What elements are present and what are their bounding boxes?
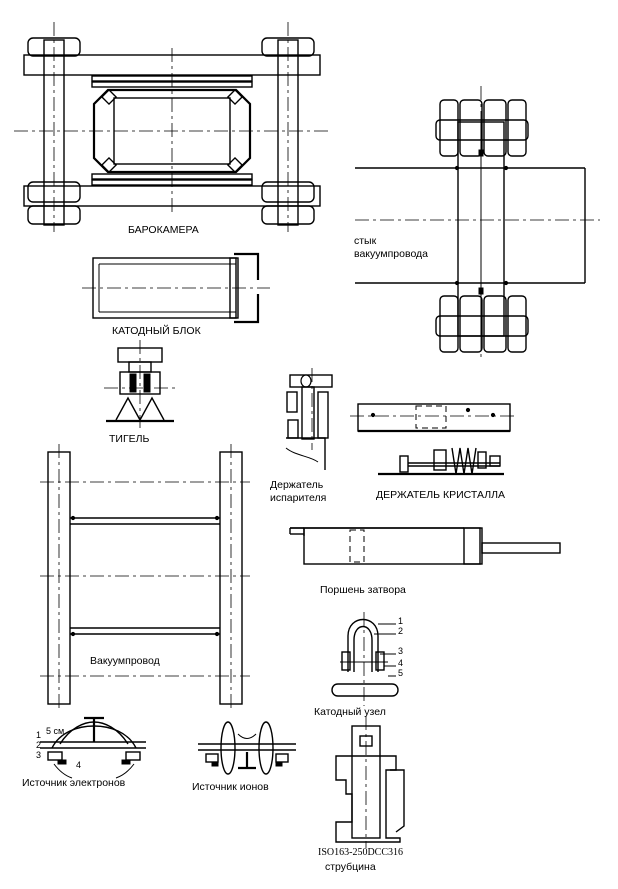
cathode-unit-callout-1: 1	[398, 616, 403, 626]
cathode-unit-callout-5: 5	[398, 668, 403, 678]
vacuum-pipe-drawing: Вакуумпровод	[40, 444, 250, 712]
ion-source-label: Источник ионов	[192, 781, 269, 793]
crystal-holder-drawing: ДЕРЖАТЕЛЬ КРИСТАЛЛА	[350, 403, 518, 501]
clamp-label: струбцина	[325, 861, 376, 873]
cathode-block-drawing: КАТОДНЫЙ БЛОК	[82, 252, 270, 337]
cathode-unit-callout-3: 3	[398, 646, 403, 656]
electron-source-label: Источник электронов	[22, 777, 126, 789]
barocamera-drawing: БАРОКАМЕРА	[14, 22, 330, 236]
joint-label-line1: стык	[354, 235, 377, 247]
crystal-holder-label: ДЕРЖАТЕЛЬ КРИСТАЛЛА	[376, 489, 505, 501]
clamp-drawing: ISO163-250DCC316 струбцина	[318, 716, 405, 873]
vacuum-pipe-label: Вакуумпровод	[90, 655, 160, 667]
cathode-unit-label: Катодный узел	[314, 706, 386, 718]
clamp-code-label: ISO163-250DCC316	[318, 847, 403, 858]
electron-source-callout-4: 4	[76, 760, 81, 770]
cathode-unit-callout-4: 4	[398, 658, 403, 668]
crucible-drawing: ТИГЕЛЬ	[104, 340, 176, 445]
shutter-piston-label: Поршень затвора	[320, 584, 406, 596]
cathode-unit-callout-2: 2	[398, 626, 403, 636]
evaporator-holder-label-line2: испарителя	[270, 492, 326, 504]
evaporator-holder-drawing: Держатель испарителя	[270, 368, 333, 504]
electron-source-dimension: 5 см	[46, 726, 64, 736]
joint-label-line2: вакуумпровода	[354, 248, 428, 260]
vacuum-joint-drawing: стык вакуумпровода	[354, 86, 600, 360]
electron-source-callout-2: 2	[36, 740, 41, 750]
crucible-label: ТИГЕЛЬ	[109, 433, 150, 445]
electron-source-callout-1: 1	[36, 730, 41, 740]
electron-source-drawing: 1 2 3 4 5 см Источник электронов	[22, 716, 146, 789]
ion-source-drawing: Источник ионов	[192, 721, 296, 793]
cathode-unit-drawing: 1 2 3 4 5 Катодный узел	[314, 612, 403, 718]
evaporator-holder-label-line1: Держатель	[270, 479, 324, 491]
barocamera-label: БАРОКАМЕРА	[128, 224, 199, 236]
electron-source-callout-3: 3	[36, 750, 41, 760]
cathode-block-label: КАТОДНЫЙ БЛОК	[112, 324, 202, 337]
shutter-piston-drawing: Поршень затвора	[289, 527, 561, 596]
